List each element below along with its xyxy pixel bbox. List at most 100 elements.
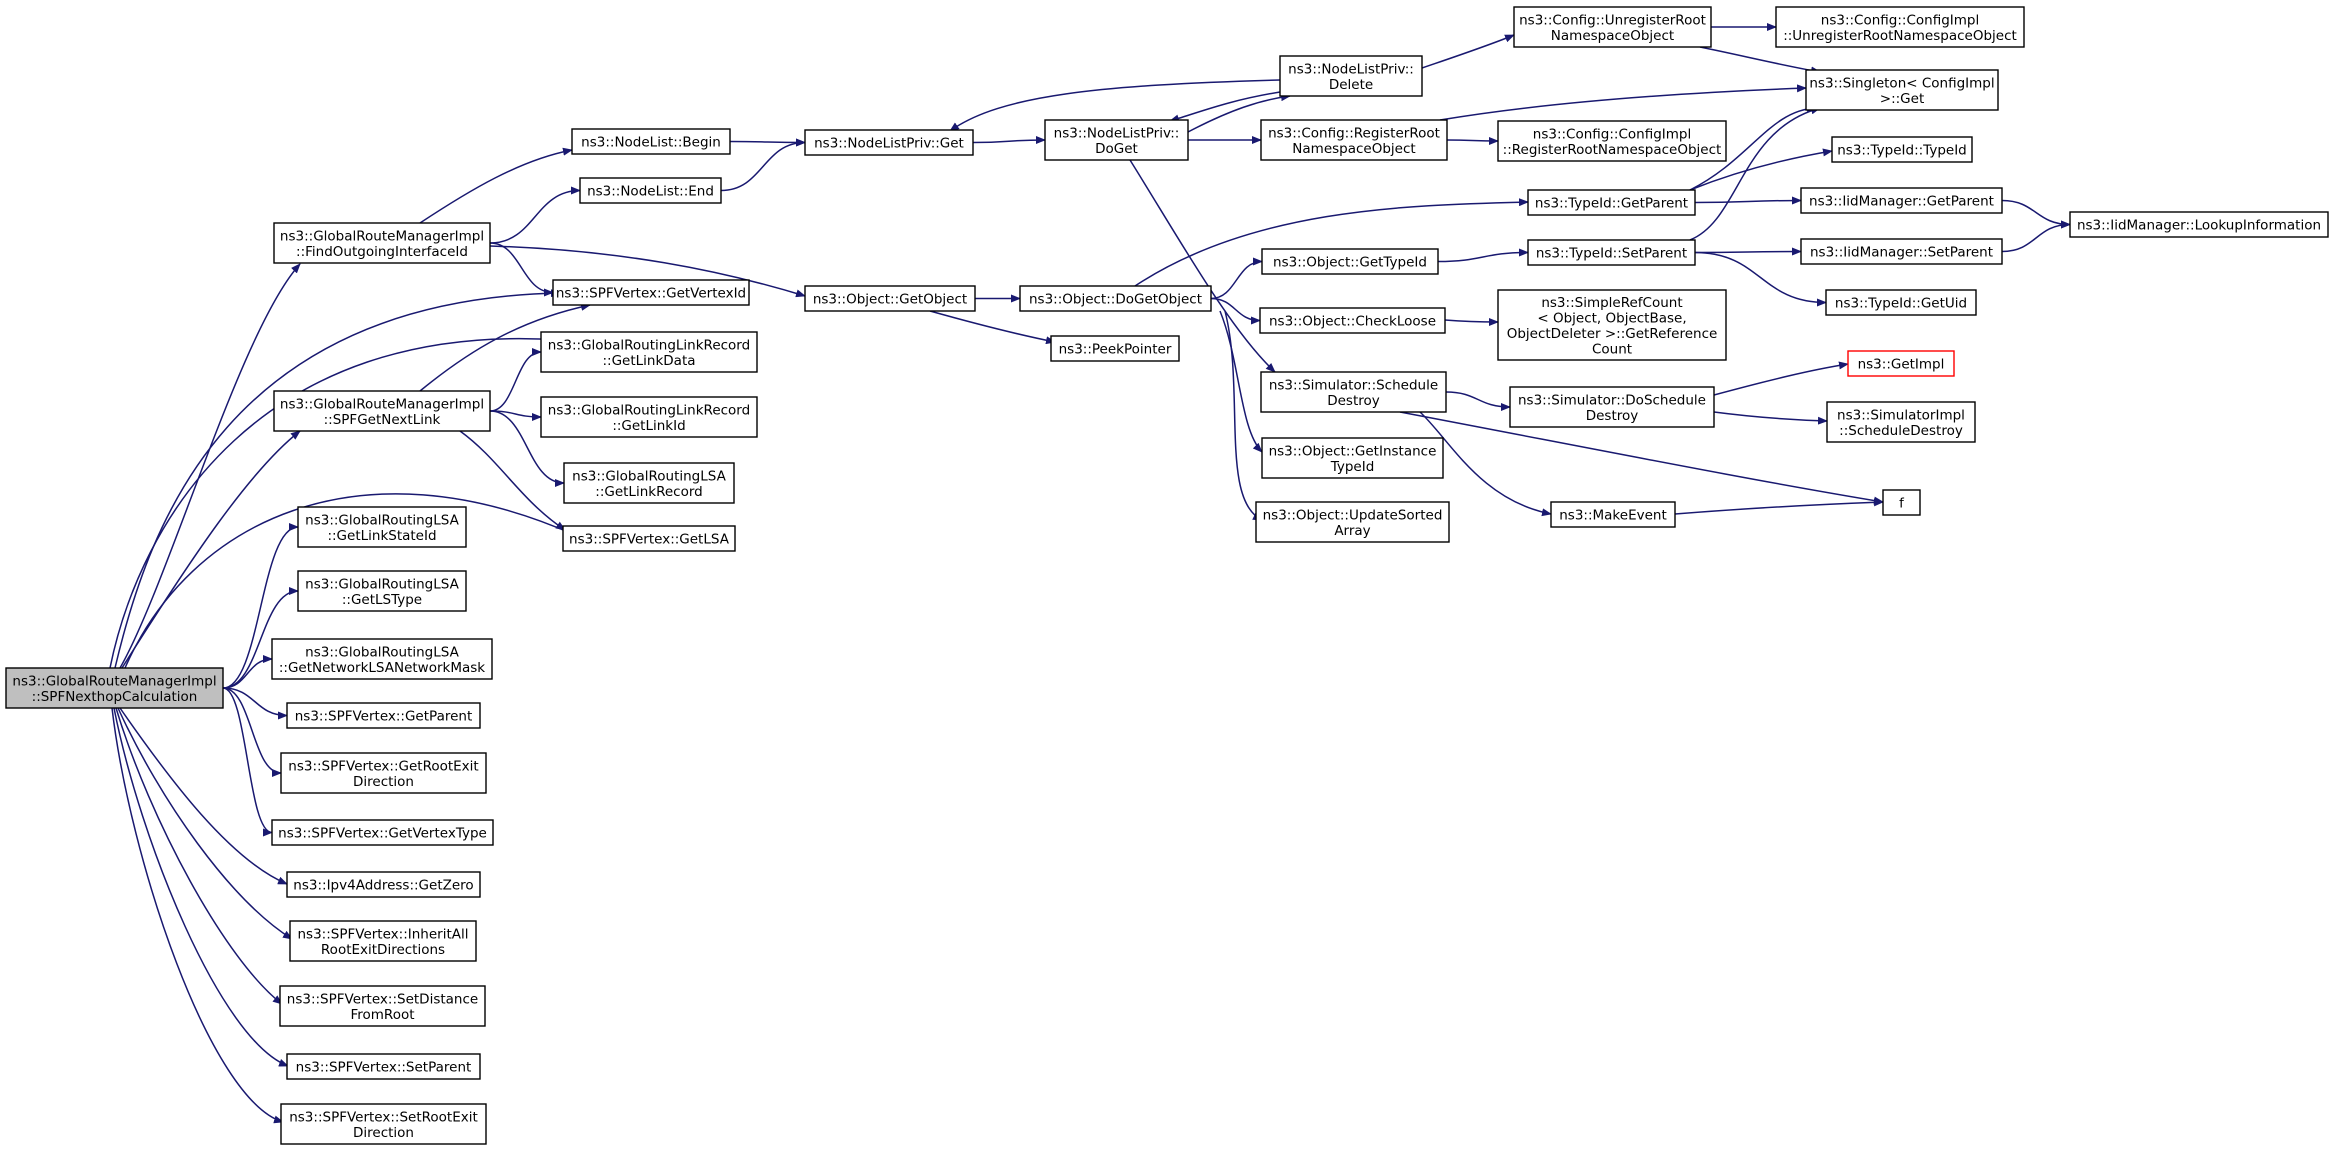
edge-line — [113, 707, 289, 1067]
edge-line — [1713, 411, 1828, 425]
node-iidSetParent[interactable]: ns3::IidManager::SetParent — [1800, 238, 2003, 265]
node-label: RootExitDirections — [321, 942, 445, 958]
edge-root-to-findOutIf — [119, 263, 301, 669]
node-tidGetParent[interactable]: ns3::TypeId::GetParent — [1527, 189, 1696, 216]
node-peekPointer[interactable]: ns3::PeekPointer — [1050, 335, 1180, 362]
node-label: ns3::SPFVertex::InheritAll — [298, 926, 469, 942]
edge-tidSetParent-to-singletonGet — [1689, 106, 1821, 241]
edge-line — [489, 242, 554, 297]
node-simpleRefCount[interactable]: ns3::SimpleRefCount< Object, ObjectBase,… — [1497, 289, 1727, 361]
node-label: ns3::Config::UnregisterRoot — [1519, 12, 1706, 28]
node-spfNextLink[interactable]: ns3::GlobalRouteManagerImpl::SPFGetNextL… — [273, 390, 491, 432]
node-nlpDoGet[interactable]: ns3::NodeListPriv::DoGet — [1044, 119, 1189, 161]
node-box — [1255, 501, 1450, 543]
node-label: ns3::Simulator::DoSchedule — [1518, 392, 1706, 408]
edge-line — [1694, 196, 1802, 205]
node-lsaNetMask[interactable]: ns3::GlobalRoutingLSA::GetNetworkLSANetw… — [271, 638, 493, 680]
node-nlEnd[interactable]: ns3::NodeList::End — [579, 177, 722, 204]
node-vVertexType[interactable]: ns3::SPFVertex::GetVertexType — [271, 819, 494, 846]
edge-line — [222, 587, 299, 689]
node-label: ns3::Object::GetInstance — [1269, 443, 1437, 459]
node-vInheritAll[interactable]: ns3::SPFVertex::InheritAllRootExitDirect… — [289, 920, 477, 962]
edge-cfgUnregister-to-singletonGet — [1699, 46, 1821, 75]
edge-objGetObject-to-peekPointer — [929, 310, 1056, 345]
node-iidLookup[interactable]: ns3::IidManager::LookupInformation — [2069, 211, 2329, 238]
edge-line — [1689, 148, 1833, 191]
node-nlpGet[interactable]: ns3::NodeListPriv::Get — [804, 129, 974, 156]
edges-layer — [109, 23, 2071, 1124]
edge-line — [119, 263, 301, 669]
node-box — [1261, 437, 1444, 479]
node-f[interactable]: f — [1882, 489, 1921, 516]
edge-root-to-vGetParent — [222, 687, 288, 720]
edge-root-to-vGetLSA — [124, 493, 576, 669]
node-label: ::GetLinkData — [602, 353, 695, 369]
node-label: ns3::Ipv4Address::GetZero — [293, 878, 473, 894]
node-vVertexId[interactable]: ns3::SPFVertex::GetVertexId — [552, 279, 750, 306]
node-lsaLinkRecord[interactable]: ns3::GlobalRoutingLSA::GetLinkRecord — [563, 462, 735, 504]
node-lsaLSType[interactable]: ns3::GlobalRoutingLSA::GetLSType — [297, 570, 467, 612]
node-label: ::GetLinkRecord — [595, 484, 702, 500]
node-label: ns3::NodeList::End — [587, 184, 714, 200]
node-label: ns3::Singleton< ConfigImpl — [1809, 75, 1994, 91]
node-label: ns3::SPFVertex::GetRootExit — [288, 758, 478, 774]
node-objGetObject[interactable]: ns3::Object::GetObject — [804, 285, 976, 312]
node-tidSetParent[interactable]: ns3::TypeId::SetParent — [1527, 239, 1696, 266]
node-label: ns3::GlobalRouteManagerImpl — [12, 673, 216, 689]
node-singletonGet[interactable]: ns3::Singleton< ConfigImpl >::Get — [1805, 69, 1999, 111]
node-label: ::ScheduleDestroy — [1839, 423, 1963, 439]
edge-findOutIf-to-objGetObject — [489, 245, 806, 298]
node-lrLinkData[interactable]: ns3::GlobalRoutingLinkRecord::GetLinkDat… — [540, 331, 758, 373]
node-cfgUnregister[interactable]: ns3::Config::UnregisterRootNamespaceObje… — [1513, 6, 1712, 48]
node-label: < Object, ObjectBase, — [1537, 310, 1686, 326]
edge-line — [1674, 498, 1884, 515]
node-nlpDelete[interactable]: ns3::NodeListPriv::Delete — [1279, 55, 1423, 97]
node-simImplSched[interactable]: ns3::SimulatorImpl::ScheduleDestroy — [1826, 401, 1976, 443]
node-vSetParent[interactable]: ns3::SPFVertex::SetParent — [286, 1053, 481, 1080]
node-root[interactable]: ns3::GlobalRouteManagerImpl::SPFNexthopC… — [5, 667, 224, 709]
node-simSchedDestroy[interactable]: ns3::Simulator::ScheduleDestroy — [1260, 371, 1447, 413]
edge-line — [1224, 310, 1263, 521]
edge-line — [1187, 93, 1291, 133]
node-box — [1513, 6, 1712, 48]
node-cfgImplUnregister[interactable]: ns3::Config::ConfigImpl::UnregisterRootN… — [1775, 6, 2025, 48]
node-box — [1550, 501, 1676, 528]
node-box — [297, 506, 467, 548]
node-objDoGetObject[interactable]: ns3::Object::DoGetObject — [1019, 285, 1212, 312]
edge-line — [720, 138, 806, 192]
node-cfgRegister[interactable]: ns3::Config::RegisterRootNamespaceObject — [1260, 119, 1448, 161]
node-tidGetUid[interactable]: ns3::TypeId::GetUid — [1825, 289, 1977, 316]
node-label: ns3::SPFVertex::GetParent — [295, 709, 473, 725]
node-makeEvent[interactable]: ns3::MakeEvent — [1550, 501, 1676, 528]
node-findOutIf[interactable]: ns3::GlobalRouteManagerImpl::FindOutgoin… — [273, 222, 491, 264]
edge-line — [1134, 198, 1529, 287]
node-box — [1260, 119, 1448, 161]
node-tidTypeId[interactable]: ns3::TypeId::TypeId — [1831, 136, 1973, 163]
node-ipv4Zero[interactable]: ns3::Ipv4Address::GetZero — [286, 871, 481, 898]
node-lsaLinkStateId[interactable]: ns3::GlobalRoutingLSA::GetLinkStateId — [297, 506, 467, 548]
node-label: Array — [1334, 523, 1370, 539]
node-cfgImplRegister[interactable]: ns3::Config::ConfigImpl::RegisterRootNam… — [1497, 120, 1727, 162]
node-label: ns3::SPFVertex::SetDistance — [287, 991, 478, 1007]
node-lrLinkId[interactable]: ns3::GlobalRoutingLinkRecord::GetLinkId — [540, 396, 758, 438]
edge-root-to-vVertexId — [114, 289, 561, 669]
node-nlBegin[interactable]: ns3::NodeList::Begin — [571, 128, 731, 155]
node-iidGetParent[interactable]: ns3::IidManager::GetParent — [1800, 187, 2003, 214]
node-label: ::FindOutgoingInterfaceId — [296, 244, 468, 260]
node-label: ::GetLinkStateId — [327, 528, 436, 544]
node-label: Destroy — [1586, 408, 1639, 424]
node-vGetParent[interactable]: ns3::SPFVertex::GetParent — [286, 702, 481, 729]
node-label: >::Get — [1880, 91, 1924, 107]
node-objGetTypeId[interactable]: ns3::Object::GetTypeId — [1261, 248, 1439, 275]
edge-root-to-lsaLSType — [222, 587, 299, 689]
node-objCheckLoose[interactable]: ns3::Object::CheckLoose — [1259, 307, 1446, 334]
node-vGetLSA[interactable]: ns3::SPFVertex::GetLSA — [562, 525, 736, 552]
node-getImpl[interactable]: ns3::GetImpl — [1847, 350, 1955, 377]
